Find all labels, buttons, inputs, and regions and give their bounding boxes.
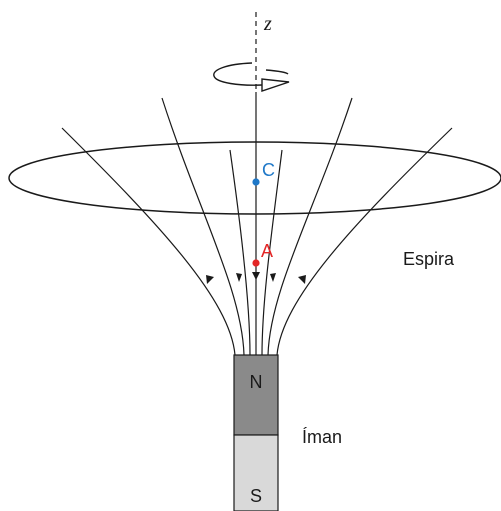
north-pole-label: N	[250, 372, 263, 392]
arrow-icon	[206, 275, 214, 284]
field-line-near-left	[229, 149, 251, 356]
arrow-icon	[270, 273, 276, 282]
point-c-dot	[252, 178, 260, 186]
field-line-outer-right	[276, 127, 453, 356]
arrow-icon	[252, 272, 260, 280]
magnet-north-pole	[233, 354, 279, 436]
field-lines	[61, 97, 453, 356]
field-line-near-right	[261, 149, 283, 356]
magnet-label: Íman	[302, 427, 342, 447]
arrow-icon	[298, 275, 306, 284]
field-line-inner-left	[161, 97, 245, 356]
loop-label: Espira	[403, 249, 455, 269]
magnet-south-pole	[233, 434, 279, 511]
point-a-label: A	[261, 241, 273, 261]
loop-ellipse	[8, 141, 501, 215]
arrow-icon	[236, 273, 242, 282]
point-a-dot	[252, 259, 260, 267]
field-arrowheads	[206, 272, 306, 284]
rotation-arrow-icon	[213, 62, 290, 92]
south-pole-label: S	[250, 486, 262, 506]
z-axis-label: z	[263, 13, 272, 35]
field-line-outer-left	[61, 127, 236, 356]
bar-magnet: N S	[233, 354, 279, 511]
field-line-inner-right	[267, 97, 353, 356]
point-c-label: C	[262, 160, 275, 180]
